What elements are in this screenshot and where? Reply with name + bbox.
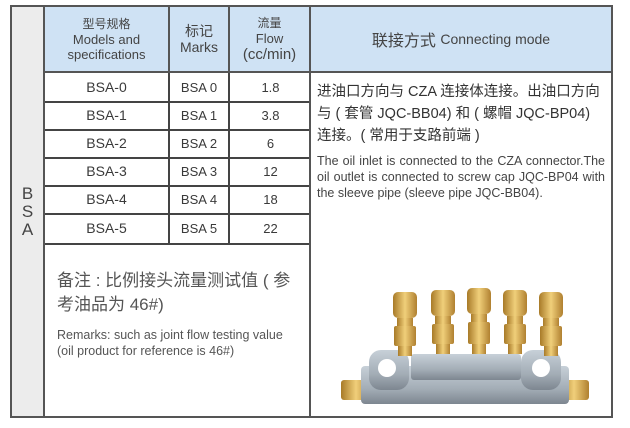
model-cell: BSA-3 bbox=[45, 157, 170, 185]
model-cell: BSA-1 bbox=[45, 101, 170, 129]
remark-en: Remarks: such as joint flow testing valu… bbox=[57, 328, 283, 358]
table-row: BSA-3 BSA 3 12 bbox=[45, 157, 311, 187]
brass-distributor-manifold-image bbox=[341, 288, 589, 404]
mark-cell: BSA 1 bbox=[170, 101, 230, 129]
header-marks-zh: 标记 bbox=[185, 23, 213, 39]
header-marks-en: Marks bbox=[179, 39, 219, 55]
mark-cell: BSA 5 bbox=[170, 213, 230, 243]
table-row: BSA-1 BSA 1 3.8 bbox=[45, 101, 311, 131]
table-row: BSA-4 BSA 4 18 bbox=[45, 185, 311, 215]
header-marks: 标记 Marks bbox=[170, 7, 230, 73]
remark-zh: 备注 : 比例接头流量测试值 ( 参考油品为 46#) bbox=[57, 271, 291, 314]
spec-table: BSA 型号规格 Models and specifications 标记 Ma… bbox=[10, 5, 613, 418]
header-models-en-2: specifications bbox=[67, 46, 146, 62]
flow-cell: 12 bbox=[263, 163, 278, 179]
model-cell: BSA-4 bbox=[45, 185, 170, 213]
table-row: BSA-5 BSA 5 22 bbox=[45, 213, 311, 245]
flow-cell: 6 bbox=[266, 135, 275, 151]
model-cell: BSA-2 bbox=[45, 129, 170, 157]
header-connecting-en: Connecting mode bbox=[440, 30, 551, 47]
header-connecting-zh: 联接方式 bbox=[371, 33, 436, 50]
table-row: BSA-2 BSA 2 6 bbox=[45, 129, 311, 159]
connecting-zh: 进油口方向与 CZA 连接体连接。出油口方向与 ( 套管 JQC-BB04) 和… bbox=[317, 84, 600, 144]
header-flow-en: Flow bbox=[255, 30, 284, 46]
series-label-cell: BSA bbox=[12, 7, 45, 416]
connecting-cell: 进油口方向与 CZA 连接体连接。出油口方向与 ( 套管 JQC-BB04) 和… bbox=[311, 73, 611, 416]
column-divider bbox=[309, 73, 311, 416]
model-cell: BSA-0 bbox=[45, 73, 170, 101]
flow-cell: 3.8 bbox=[261, 107, 280, 123]
header-models-zh: 型号规格 bbox=[82, 16, 131, 31]
header-flow: 流量 Flow (cc/min) bbox=[230, 7, 311, 73]
mark-cell: BSA 4 bbox=[170, 185, 230, 213]
header-models: 型号规格 Models and specifications bbox=[45, 7, 170, 73]
header-flow-zh: 流量 bbox=[257, 15, 282, 30]
header-models-en-1: Models and bbox=[72, 31, 141, 47]
remark-cell: 备注 : 比例接头流量测试值 ( 参考油品为 46#) Remarks: suc… bbox=[45, 243, 311, 416]
flow-cell: 22 bbox=[263, 220, 278, 236]
mark-cell: BSA 3 bbox=[170, 157, 230, 185]
flow-cell: 18 bbox=[263, 191, 278, 207]
mark-cell: BSA 0 bbox=[170, 73, 230, 101]
header-flow-unit: (cc/min) bbox=[242, 45, 297, 63]
header-connecting: 联接方式 Connecting mode bbox=[311, 7, 611, 73]
series-label: BSA bbox=[21, 183, 34, 239]
table-row: BSA-0 BSA 0 1.8 bbox=[45, 73, 311, 103]
mark-cell: BSA 2 bbox=[170, 129, 230, 157]
model-cell: BSA-5 bbox=[45, 213, 170, 243]
flow-cell: 1.8 bbox=[261, 79, 280, 95]
connecting-en: The oil inlet is connected to the CZA co… bbox=[317, 154, 605, 200]
